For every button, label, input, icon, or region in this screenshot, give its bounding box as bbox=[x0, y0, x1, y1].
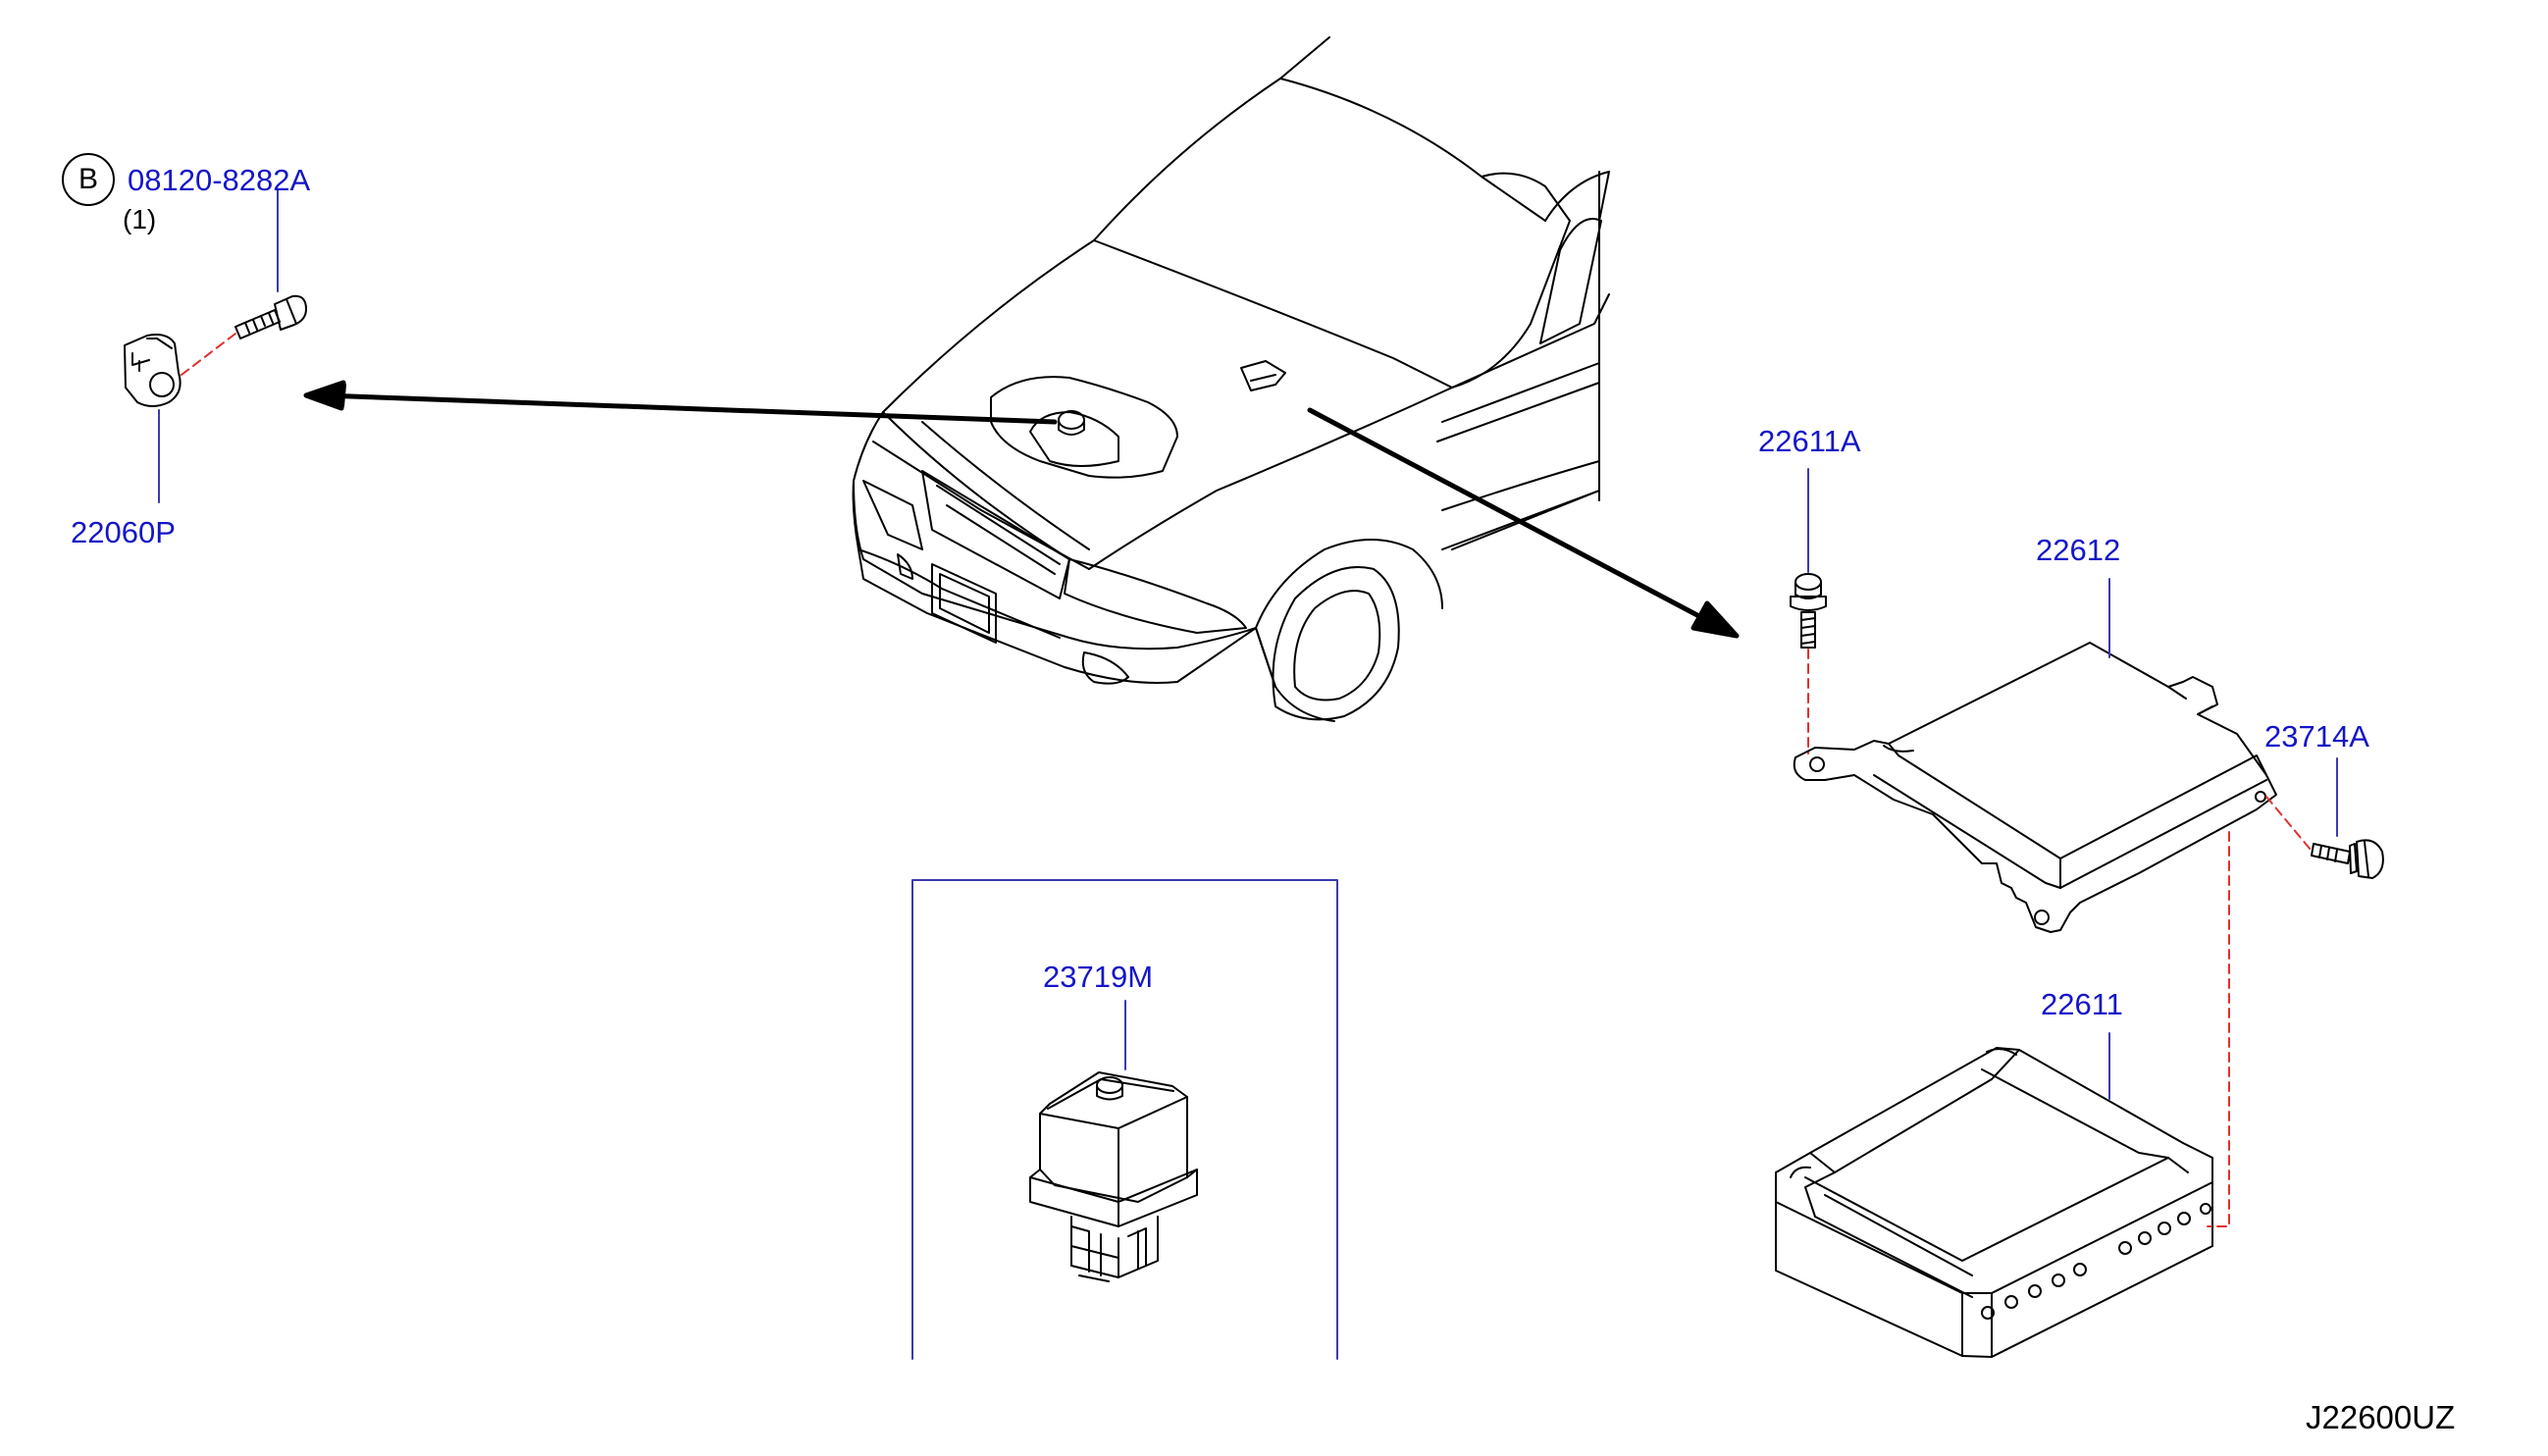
relay-drawing bbox=[1029, 1071, 1198, 1282]
symbol-b-badge: B bbox=[62, 153, 115, 206]
knock-sensor-hidden-line bbox=[181, 333, 236, 376]
control-unit-drawing bbox=[1775, 1047, 2213, 1358]
diagram-reference: J22600UZ bbox=[2306, 1399, 2456, 1435]
bracket-bolt-drawing bbox=[1790, 573, 1827, 649]
bolt-b-drawing bbox=[234, 294, 307, 339]
part-number-bracket-bolt[interactable]: 22611A bbox=[1758, 424, 1861, 458]
side-bolt-drawing bbox=[2311, 839, 2384, 879]
arrow-to-knock-sensor bbox=[321, 392, 1058, 425]
part-number-bracket[interactable]: 22612 bbox=[2036, 533, 2121, 567]
control-unit-hidden-line bbox=[2207, 831, 2230, 1227]
bracket-drawing bbox=[1793, 642, 2277, 933]
part-number-control-unit[interactable]: 22611 bbox=[2041, 987, 2123, 1021]
arrow-to-control-unit bbox=[1307, 407, 1715, 626]
relay-box-frame bbox=[911, 879, 1338, 1360]
part-number-relay[interactable]: 23719M bbox=[1043, 960, 1154, 994]
part-number-bolt-b[interactable]: 08120-8282A bbox=[128, 163, 311, 197]
part-number-knock-sensor[interactable]: 22060P bbox=[71, 515, 176, 549]
part-number-side-bolt[interactable]: 23714A bbox=[2264, 719, 2369, 754]
car-illustration bbox=[852, 36, 1610, 722]
bolt-b-quantity: (1) bbox=[123, 204, 157, 234]
locator-arrows bbox=[303, 380, 1740, 639]
side-bolt-hidden-line bbox=[2265, 796, 2312, 851]
knock-sensor-drawing bbox=[124, 334, 182, 407]
